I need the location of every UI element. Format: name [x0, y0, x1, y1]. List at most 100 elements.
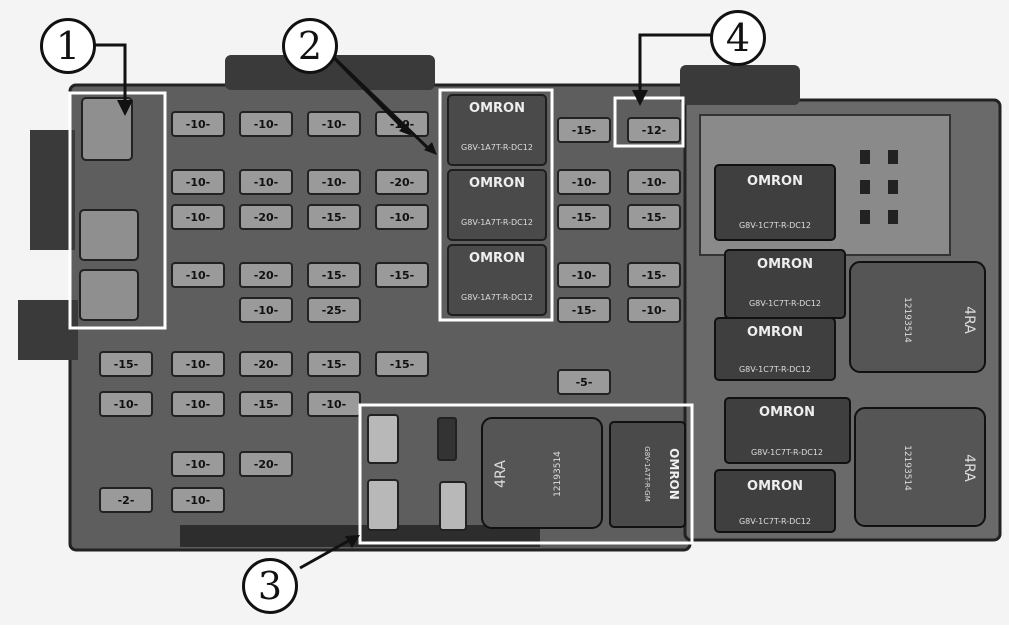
fuse-rating-label: -15-: [390, 269, 414, 282]
fuse: [239, 204, 293, 230]
fuse-rating-label: -15-: [114, 358, 138, 371]
fuse-rating-label: -15-: [322, 211, 346, 224]
highlight-box-4: [613, 96, 685, 148]
fuse-rating-label: -15-: [322, 358, 346, 371]
fuse: [627, 169, 681, 195]
relay-part-label: G8V-1C7T-R-DC12: [739, 221, 811, 230]
fuse: [557, 369, 611, 395]
fuse-rating-label: -10-: [186, 494, 210, 507]
relay-part-label: G8V-1A7T-R-DC12: [461, 218, 533, 227]
fuse-rating-label: -20-: [254, 458, 278, 471]
highlight-box-3: [358, 403, 694, 545]
fuse: [627, 204, 681, 230]
fuse: [375, 169, 429, 195]
fuse-rating-label: -15-: [572, 304, 596, 317]
fuse: [99, 391, 153, 417]
fuse-rating-label: -5-: [576, 376, 593, 389]
fuse-rating-label: -10-: [186, 398, 210, 411]
fuse: [307, 262, 361, 288]
fuse: [307, 351, 361, 377]
hella-relay-code: 4RA: [493, 460, 509, 488]
highlight-box-1: [68, 91, 167, 330]
callout-3: 3: [242, 558, 298, 614]
fuse: [557, 297, 611, 323]
top-handle-right: [680, 65, 800, 105]
hella-relay-code: 4RA: [961, 306, 977, 334]
fuse-rating-label: -20-: [254, 358, 278, 371]
relay-gm: OMRON G8V-1A7T-R-GM: [609, 421, 686, 528]
relay-part-label: G8V-1A7T-R-GM: [643, 446, 651, 501]
fuse: [99, 351, 153, 377]
callout-arrows: [95, 33, 715, 570]
relay-brand-label: OMRON: [759, 405, 815, 420]
fuse-rating-label: -15-: [572, 211, 596, 224]
fuse-rating-label: -10-: [572, 269, 596, 282]
hella-relay-code: 4RA: [961, 454, 977, 482]
fuse-rating-label: -10-: [186, 458, 210, 471]
callout-4: 4: [710, 10, 766, 66]
left-tab: [18, 300, 78, 360]
fuse-rating-label: -20-: [390, 176, 414, 189]
relay-part-label: G8V-1C7T-R-DC12: [739, 365, 811, 374]
maxi-fuses: [79, 97, 139, 321]
fuse-rating-label: -10-: [186, 176, 210, 189]
relay-brand-label: OMRON: [747, 174, 803, 189]
fuse: [239, 391, 293, 417]
fuse: [171, 169, 225, 195]
callout-1: 1: [40, 18, 96, 74]
fuse-rating-label: -15-: [642, 211, 666, 224]
fuse: [307, 111, 361, 137]
fuse-rating-label: -2-: [118, 494, 135, 507]
fuse-rating-label: -15-: [390, 358, 414, 371]
relay-group-right: OMRON G8V-1C7T-R-DC12 OMRON G8V-1C7T-R-D…: [714, 164, 851, 533]
fuse-rating-label: -15-: [572, 124, 596, 137]
relay-brand-label: OMRON: [747, 479, 803, 494]
fuse-rating-label: -20-: [254, 269, 278, 282]
fuse: [557, 262, 611, 288]
hella-relay-number: 12193514: [902, 297, 912, 343]
fuse-rating-label: -10-: [322, 398, 346, 411]
fuse: [171, 391, 225, 417]
fuse: [307, 169, 361, 195]
fuse-rating-label: -12-: [642, 124, 666, 137]
relay-brand-label: OMRON: [747, 325, 803, 340]
relay-brand-label: OMRON: [469, 251, 525, 266]
fuse-rating-label: -10-: [322, 118, 346, 131]
fuse-rating-label: -10-: [186, 118, 210, 131]
fuse: [375, 351, 429, 377]
fuse: [307, 297, 361, 323]
top-handle-left: [225, 55, 435, 90]
highlight-boxes: [68, 88, 694, 545]
fuse: [627, 262, 681, 288]
relay-group-2: OMRON G8V-1A7T-R-DC12 OMRON G8V-1A7T-R-D…: [447, 94, 547, 316]
fuse-rating-label: -10-: [114, 398, 138, 411]
left-clip: [30, 130, 75, 250]
fuse: [239, 297, 293, 323]
fuse-rating-label: -10-: [642, 176, 666, 189]
hella-relay-number: 12193514: [902, 445, 912, 491]
fuse: [171, 351, 225, 377]
fuse-rating-label: -15-: [254, 398, 278, 411]
fuse-rating-label: -10-: [254, 118, 278, 131]
fuse: [557, 117, 611, 143]
fuse: [239, 451, 293, 477]
fuse: [239, 169, 293, 195]
fuse: [171, 111, 225, 137]
fuse: [239, 111, 293, 137]
fuse-rating-label: -10-: [572, 176, 596, 189]
fuse-array: -10- -10- -10- -10- -10- -10- -10- -20- -10- -20-…: [99, 111, 681, 513]
fuse: [171, 451, 225, 477]
fuse-rating-label: -10-: [186, 211, 210, 224]
relay-part-label: G8V-1C7T-R-DC12: [749, 299, 821, 308]
fuse: [557, 204, 611, 230]
hella-relay-number: 12193514: [553, 451, 563, 497]
fuse: [239, 351, 293, 377]
fuse: [627, 297, 681, 323]
fuse: [171, 487, 225, 513]
fuse: [99, 487, 153, 513]
relay-part-label: G8V-1C7T-R-DC12: [739, 517, 811, 526]
connector-slots: [860, 150, 898, 224]
fuse-rating-label: -10-: [254, 304, 278, 317]
callout-2: 2: [282, 18, 338, 74]
